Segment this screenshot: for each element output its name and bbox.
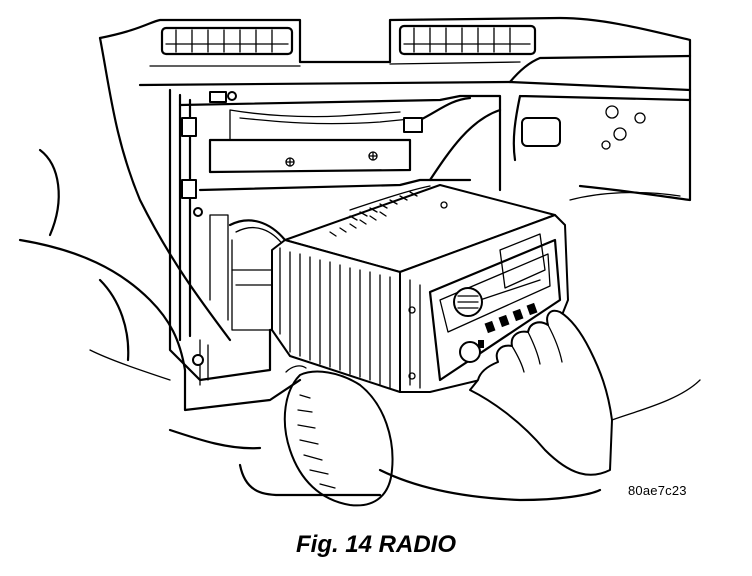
radio-face [399,214,569,393]
console-lower [18,148,602,502]
wiring-harness [228,219,287,247]
radio-body [271,184,556,393]
figure-caption: Fig. 14 RADIO [295,531,457,558]
right-air-vent [398,24,537,56]
right-hand [469,191,701,476]
mounting-screws [192,91,237,366]
figure-reference-code: 80ae7c23 [628,483,687,498]
dashboard-outline [98,16,692,342]
left-air-vent [160,26,294,56]
right-trim-panel [512,94,692,162]
left-hand [283,365,394,507]
